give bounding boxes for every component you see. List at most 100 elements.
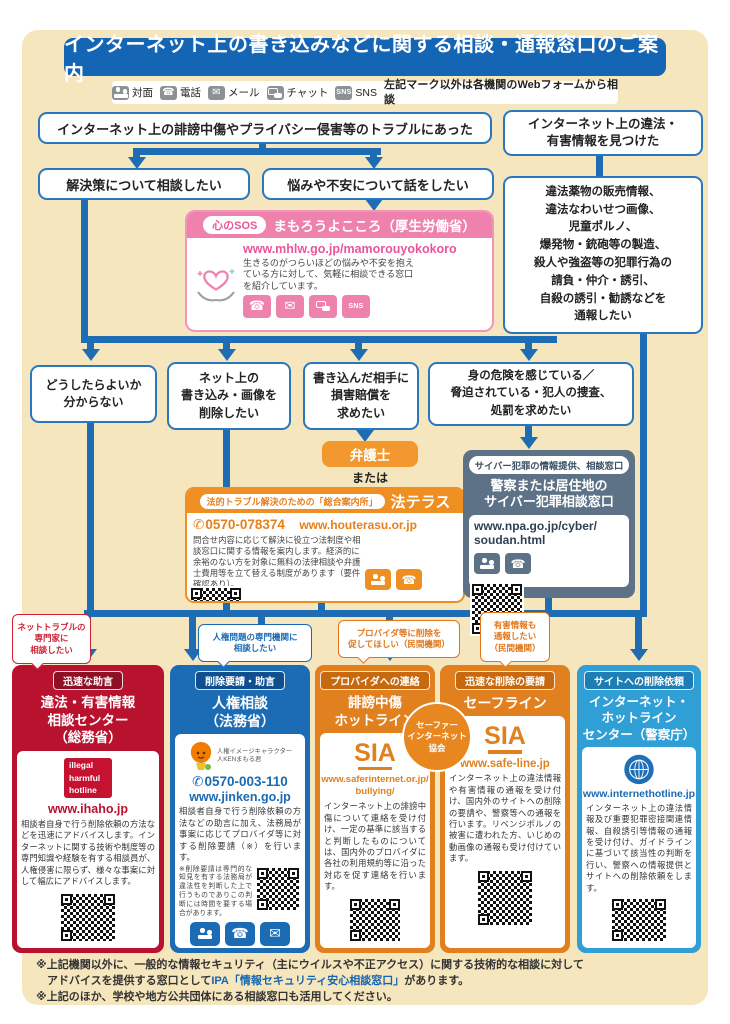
panel-desc: 相談者自身で行う削除依頼の方法などの助言に加え、法務局が事案に応じてプロバイダ等… xyxy=(179,806,301,863)
flow-line xyxy=(87,336,94,350)
mail-icon: ✉ xyxy=(208,85,225,100)
callout-harmful-report: 有害情報も 通報したい （民間機関） xyxy=(480,612,550,662)
panel-badge: プロバイダへの連絡 xyxy=(320,671,430,690)
jinken-mascot-row: 人権イメージキャラクター 人KENまもる君 xyxy=(188,740,292,772)
kokoro-url[interactable]: www.mhlw.go.jp/mamorouyokokoro xyxy=(243,242,457,256)
phone-icon: ☎ xyxy=(505,553,531,575)
flow-arrow xyxy=(356,430,374,442)
houterasu-header: 法的トラブル解決のための「総合案内所」 法テラス xyxy=(187,489,463,513)
panel-url[interactable]: www.jinken.go.jp xyxy=(189,790,291,805)
qr-code[interactable] xyxy=(189,585,243,601)
panel-title: 誹謗中傷 ホットライン xyxy=(334,695,416,728)
legend-item: ☎電話 xyxy=(160,85,201,100)
panel-title: セーフライン xyxy=(463,695,547,711)
lawyer-label: 弁護士 xyxy=(322,441,418,467)
legend-item: チャット xyxy=(266,85,328,100)
box-report-list: 違法薬物の販売情報、 違法なわいせつ画像、 児童ポルノ、 爆発物・銃砲等の製造、… xyxy=(503,176,703,334)
box-q-danger: 身の危険を感じている／ 脅迫されている・犯人の捜査、 処罰を求めたい xyxy=(428,362,634,426)
panel-internet-hotline: サイトへの削除依頼 インターネット・ ホットライン センター（警察庁） www.… xyxy=(577,665,701,953)
houterasu-desc: 問合せ内容に応じて解決に役立つ法制度や相談窓口に関する情報を案内します。経済的に… xyxy=(193,535,361,589)
illegal-harmful-hotline-logo: illegal harmful hotline xyxy=(64,757,112,798)
panel-card: SIA www.saferinternet.or.jp/ bullying/ イ… xyxy=(320,733,430,948)
kokoro-body: www.mhlw.go.jp/mamorouyokokoro 生きるのがつらいほ… xyxy=(187,238,492,330)
panel-bullying-hotline: プロバイダへの連絡 誹謗中傷 ホットライン SIA www.saferinter… xyxy=(315,665,435,953)
panel-url[interactable]: www.saferinternet.or.jp/ bullying/ xyxy=(321,774,429,798)
houterasu-phone: ✆0570-078374 xyxy=(193,517,285,532)
panel-ihaho: 迅速な助言 違法・有害情報 相談センター （総務省） illegal harmf… xyxy=(12,665,164,953)
cyber-card: www.npa.go.jp/cyber/ soudan.html ☎ xyxy=(469,514,629,637)
legend-item: 対面 xyxy=(112,85,153,100)
jinken-mascot-icon xyxy=(190,742,212,771)
footer-line-3: ※上記のほか、学校や地方公共団体にある相談窓口も活用してください。 xyxy=(36,990,398,1003)
kokoro-sos-panel: 心のSOS まもろうよこころ（厚生労働省） www.mhlw.go.jp/mam… xyxy=(185,210,494,332)
callout-human-rights: 人権問題の専門機関に 相談したい xyxy=(198,624,312,662)
flow-arrow xyxy=(82,349,100,361)
flow-line xyxy=(525,336,532,350)
footer-line-1: ※上記機関以外に、一般的な情報セキュリティ（主にウイルスや不正アクセス）に関する… xyxy=(36,959,584,971)
chat-icon xyxy=(266,85,284,100)
internet-hotline-globe-logo xyxy=(624,754,654,784)
houterasu-name: 法テラス xyxy=(390,493,451,511)
panel-title: 違法・有害情報 相談センター （総務省） xyxy=(40,695,136,746)
flow-line xyxy=(635,610,642,650)
qr-code[interactable] xyxy=(59,891,117,943)
flow-arrow xyxy=(128,157,146,169)
phone-icon: ☎ xyxy=(225,921,255,946)
panel-safeline: 迅速な削除の要請 セーフライン SIA www.safe-line.jp インタ… xyxy=(440,665,570,953)
kokoro-desc: 生きるのがつらいほどの悩みや不安を抱えている方に対して、気軽に相談できる窓口を紹… xyxy=(243,258,414,291)
flow-line xyxy=(223,336,230,350)
flow-line xyxy=(525,422,532,437)
flow-arrow xyxy=(350,349,368,361)
qr-code[interactable] xyxy=(255,865,301,912)
legend-item: ✉メール xyxy=(208,85,260,100)
mail-icon: ✉ xyxy=(276,294,304,318)
qr-code[interactable] xyxy=(348,896,402,943)
flow-line xyxy=(318,599,325,612)
panel-url[interactable]: www.ihaho.jp xyxy=(47,802,129,816)
qr-code[interactable] xyxy=(610,897,668,943)
cyber-contact-icons: ☎ xyxy=(474,553,624,575)
panel-badge: 削除要請・助言 xyxy=(195,671,285,690)
cyber-tag: サイバー犯罪の情報提供、相談窓口 xyxy=(469,456,629,474)
box-q-delete-posts: ネット上の 書き込み・画像を 削除したい xyxy=(167,362,291,430)
sia-logo-bar xyxy=(488,750,522,755)
panel-url[interactable]: www.internethotline.jp xyxy=(582,787,696,800)
flow-line xyxy=(133,148,381,155)
flow-arrow xyxy=(520,437,538,449)
flow-line xyxy=(259,140,266,152)
houterasu-contact-icons: ☎ xyxy=(365,569,422,590)
box-q-dont-know: どうしたらよいか 分からない xyxy=(30,365,157,423)
flow-arrow xyxy=(630,649,648,661)
flow-line xyxy=(370,148,377,158)
box-trouble: インターネット上の誹謗中傷やプライバシー侵害等のトラブルにあった xyxy=(38,112,492,144)
houterasu-url[interactable]: www.houterasu.or.jp xyxy=(299,518,417,532)
box-consult-solution: 解決策について相談したい xyxy=(38,168,250,200)
panel-badge: サイトへの削除依頼 xyxy=(584,671,694,690)
houterasu-tag: 法的トラブル解決のための「総合案内所」 xyxy=(199,493,385,509)
cyber-url[interactable]: www.npa.go.jp/cyber/ soudan.html xyxy=(474,518,597,547)
kokoro-tag: 心のSOS xyxy=(203,216,267,234)
phone-icon: ☎ xyxy=(160,85,177,100)
cyber-crime-panel: サイバー犯罪の情報提供、相談窓口 警察または居住地の サイバー犯罪相談窓口 ww… xyxy=(463,450,635,637)
sns-icon: SNS xyxy=(342,294,370,318)
flow-arrow xyxy=(520,349,538,361)
cyber-title: 警察または居住地の サイバー犯罪相談窓口 xyxy=(484,478,614,510)
flow-line xyxy=(189,610,196,650)
panel-url[interactable]: www.safe-line.jp xyxy=(460,758,550,771)
phone-icon: ☎ xyxy=(396,569,422,590)
panel-jinken: 削除要請・助言 人権相談 （法務省） 人権イメージキャラクター 人KENまもる君… xyxy=(170,665,310,953)
chat-icon xyxy=(309,294,337,318)
panel-card: www.internethotline.jp インターネット上の違法情報及び重要… xyxy=(582,746,696,948)
qr-code[interactable] xyxy=(476,868,534,927)
panel-note-row: ※削除要請は専門的な知見を有する法務局が違法性を判断した上で行うものでありこの判… xyxy=(179,865,301,919)
flow-line xyxy=(133,148,140,158)
callout-provider-deletion: プロバイダ等に削除を 促してほしい（民間機関） xyxy=(338,620,460,658)
box-found-illegal-info: インターネット上の違法・ 有害情報を見つけた xyxy=(503,110,703,156)
footer-notes: ※上記機関以外に、一般的な情報セキュリティ（主にウイルスや不正アクセス）に関する… xyxy=(36,958,686,1006)
flow-line xyxy=(81,196,88,343)
or-label: または xyxy=(351,471,388,485)
panel-note: ※削除要請は専門的な知見を有する法務局が違法性を判断した上で行うものでありこの判… xyxy=(179,865,252,917)
sia-logo-bar xyxy=(358,767,392,771)
